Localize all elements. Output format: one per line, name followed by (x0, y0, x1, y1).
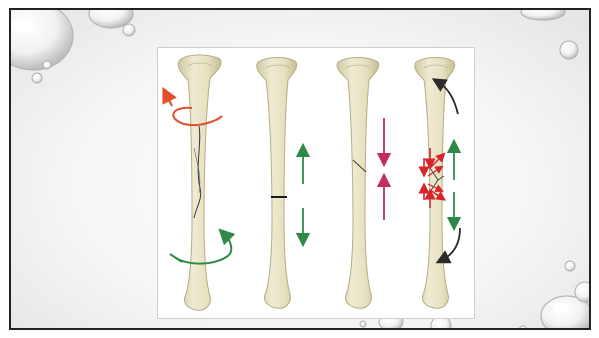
droplet-right-small (565, 261, 575, 271)
bone-oblique-fracture (337, 58, 379, 309)
droplet-top-right (521, 10, 565, 20)
droplet-bottom-right-2 (575, 282, 591, 302)
fracture-diagram (158, 48, 476, 320)
droplet-small-3 (32, 73, 42, 83)
bone-spiral-fracture (178, 55, 221, 310)
slide (9, 8, 591, 330)
fracture-types-figure (157, 47, 475, 319)
droplet-top-left (11, 10, 73, 70)
droplet-small-2 (43, 61, 51, 69)
bone-comminuted-fracture (415, 58, 455, 309)
droplet-right (560, 41, 578, 59)
droplet-small-1 (123, 24, 135, 36)
droplet-bottom-right-3 (519, 326, 527, 330)
rotation-arrowhead-orange (166, 94, 172, 106)
bending-arrow-black-bottom (442, 228, 460, 260)
rotation-arrow-green-tail (170, 254, 182, 262)
bone-transverse-fracture (257, 58, 297, 309)
droplet-bottom-center-3 (360, 321, 366, 327)
